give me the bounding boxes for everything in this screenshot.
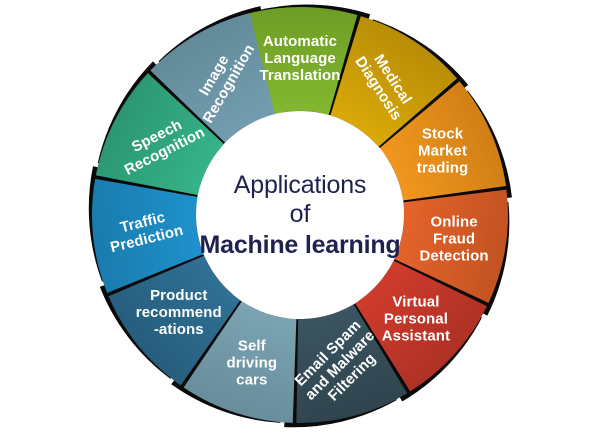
segment-self-driving-cars[interactable] xyxy=(183,301,297,423)
segment-label-line: Self xyxy=(238,337,267,354)
segment-label-line: Stock xyxy=(422,126,464,143)
segment-stock-market-trading[interactable] xyxy=(379,81,506,201)
segment-product-recommendations[interactable] xyxy=(108,255,241,386)
segment-medical-diagnosis[interactable] xyxy=(330,16,457,147)
segment-label-line: Detection xyxy=(419,247,488,264)
segment-label-line: cars xyxy=(236,371,267,388)
segment-label-line: Product xyxy=(150,287,207,304)
segment-label-line: driving xyxy=(226,354,277,371)
segment-online-fraud-detection[interactable] xyxy=(394,189,508,303)
segment-traffic-prediction[interactable] xyxy=(91,178,204,293)
segment-image-recognition[interactable] xyxy=(150,13,275,143)
segment-label-line: trading xyxy=(417,160,469,177)
segment-automatic-language-translation[interactable] xyxy=(242,6,358,116)
segment-email-spam-and-malware-filtering[interactable] xyxy=(296,304,408,423)
segment-label-line: Language xyxy=(264,50,336,67)
segment-label-line: -ations xyxy=(154,321,204,338)
segment-label-line: Fraud xyxy=(433,230,475,247)
segment-label-line: Translation xyxy=(259,67,340,84)
segment-virtual-personal-assistant[interactable] xyxy=(355,260,487,392)
segment-label-line: Market xyxy=(418,143,467,160)
segment-layer xyxy=(91,6,508,423)
segment-speech-recognition[interactable] xyxy=(95,73,224,196)
segment-label-line: recommend xyxy=(136,304,222,321)
center-hub xyxy=(196,111,404,319)
segment-label-line: Virtual xyxy=(392,293,439,310)
segment-label-line: Personal xyxy=(384,310,448,327)
segment-label-line: Automatic xyxy=(263,33,337,50)
segment-label-line: Online xyxy=(430,213,477,230)
segment-label-line: Assistant xyxy=(382,327,450,344)
